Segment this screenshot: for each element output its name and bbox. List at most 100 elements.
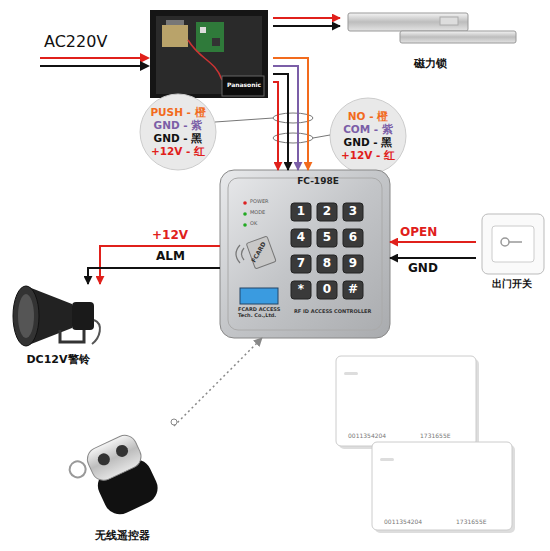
keypad-key — [291, 229, 311, 247]
wire — [273, 74, 288, 170]
signal-label: GND — [408, 262, 438, 276]
alarm-bell — [13, 286, 100, 346]
ac-input-arrows — [40, 53, 150, 71]
keypad-key — [317, 281, 337, 299]
wireless-remote — [65, 431, 162, 528]
keypad-key — [317, 203, 337, 221]
wire-connector — [390, 242, 476, 243]
keypad-key — [317, 229, 337, 247]
wire-color-label: PUSH - 橙 — [136, 106, 220, 118]
exit-switch — [482, 214, 544, 274]
key-label: 3 — [343, 205, 363, 219]
brand-label: RF ID ACCESS CONTROLLER — [294, 309, 384, 315]
wire-connector — [88, 268, 220, 284]
key-label: 1 — [291, 205, 311, 219]
wire-color-label: GND - 黑 — [326, 136, 410, 148]
key-label: 2 — [317, 205, 337, 219]
device-label: 磁力锁 — [340, 58, 520, 71]
key-label: 6 — [343, 231, 363, 245]
led-label: MODE — [250, 210, 290, 216]
device-label: 出门开关 — [476, 278, 548, 290]
alarm-bell: DC12V警铃 — [6, 284, 112, 370]
ac-input-arrows — [140, 53, 150, 63]
wire-connector — [171, 338, 262, 426]
wire — [273, 17, 340, 19]
exit-switch — [509, 241, 522, 243]
alarm-bell — [72, 302, 94, 330]
brand-label: Panasonic — [222, 82, 266, 89]
wireless-remote — [67, 459, 88, 480]
power-supply-cabinet — [200, 27, 206, 33]
controller-housing — [236, 245, 244, 263]
brand-label: FCARD — [249, 238, 270, 267]
wireless-remote — [96, 451, 112, 467]
wire-connector — [273, 58, 308, 170]
callout-circle: PUSH - 橙GND - 紫GND - 黑+12V - 红 — [136, 94, 222, 170]
device-label: 无线遥控器 — [60, 530, 184, 543]
led-label: OK — [250, 221, 290, 227]
keypad-key — [343, 281, 363, 299]
wire-color-label: GND - 紫 — [136, 119, 220, 131]
key-label: 7 — [291, 257, 311, 271]
power-supply-cabinet — [150, 10, 268, 98]
brand-label: FCARD ACCESS Tech. Co.,Ltd. — [238, 307, 290, 319]
controller-housing — [220, 170, 390, 338]
power-supply-cabinet — [212, 38, 220, 46]
magnetic-lock — [400, 31, 516, 43]
wire-color-label: GND - 黑 — [136, 132, 220, 144]
wireless-remote — [114, 443, 130, 459]
device-label: DC12V警铃 — [6, 354, 110, 367]
power-supply: Panasonic — [145, 8, 273, 100]
signal-label: AC220V — [44, 33, 107, 51]
keypad-key — [291, 203, 363, 299]
alarm-bell — [18, 294, 34, 338]
controller-housing — [220, 170, 390, 338]
signal-label: ALM — [156, 250, 185, 264]
access-controller: FC-198EPOWERMODEOK123456789*0#FCARDFCARD… — [220, 170, 390, 338]
model-label: FC-198E — [288, 176, 348, 186]
power-supply-cabinet — [188, 40, 222, 80]
key-label: 9 — [343, 257, 363, 271]
keypad-key — [291, 203, 311, 221]
wire — [273, 82, 278, 170]
exit-switch — [501, 238, 509, 246]
alarm-bell — [60, 330, 84, 342]
controller-housing — [246, 236, 276, 269]
keypad-key — [343, 255, 363, 273]
controller-housing — [243, 223, 247, 227]
rfid-card — [380, 458, 394, 461]
wire-color-label: NO - 橙 — [326, 110, 410, 122]
keypad-key — [343, 229, 363, 247]
wire — [88, 268, 220, 284]
keypad-key — [343, 203, 363, 221]
callout-circle: NO - 橙COM - 紫GND - 黑+12V - 红 — [326, 98, 412, 174]
controller-housing — [243, 201, 247, 205]
card-number: 0011354204 — [384, 519, 444, 526]
signal-label: +12V — [152, 229, 188, 243]
wire — [100, 246, 220, 284]
key-label: * — [291, 283, 311, 297]
controller-housing — [243, 212, 247, 216]
wire-color-label: +12V - 红 — [326, 149, 410, 161]
wireless-remote — [83, 431, 144, 484]
power-supply-cabinet — [162, 25, 188, 47]
keypad-key — [317, 255, 337, 273]
wire — [273, 25, 340, 27]
wire — [390, 241, 476, 243]
keypad-key — [291, 281, 311, 299]
ac-input-arrows — [140, 61, 150, 71]
controller-housing — [240, 288, 278, 304]
wire-connector — [390, 258, 476, 259]
key-label: 5 — [317, 231, 337, 245]
wireless-remote: 无线遥控器 — [60, 426, 186, 548]
wire — [174, 338, 262, 426]
keypad-key — [291, 255, 311, 273]
wire — [390, 257, 476, 259]
alarm-bell — [13, 286, 39, 346]
controller-housing — [228, 178, 382, 330]
card-number: 1731655E — [456, 519, 506, 526]
key-label: 8 — [317, 257, 337, 271]
card-number: 0011354204 — [348, 433, 408, 440]
